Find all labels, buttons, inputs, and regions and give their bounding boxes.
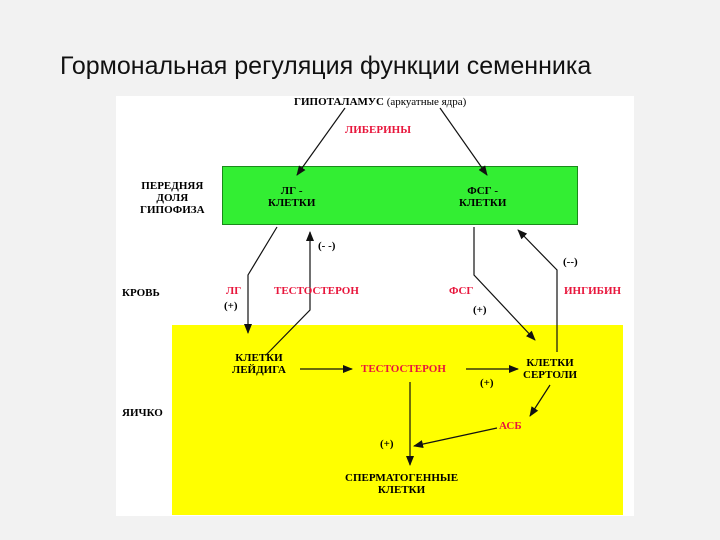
- lh-cells-label: ЛГ - КЛЕТКИ: [268, 185, 316, 209]
- pituitary-cells-box: [222, 166, 578, 225]
- hypothalamus-note: (аркуатные ядра): [386, 96, 467, 108]
- arrow-inhibin-to-fsh-cells: [517, 229, 558, 352]
- spermatogenic-cells-label: СПЕРМАТОГЕННЫЕ КЛЕТКИ: [345, 472, 459, 496]
- leydig-cells-label: КЛЕТКИ ЛЕЙДИГА: [232, 352, 286, 376]
- arrow-liberins-to-lh-cells: [296, 107, 346, 176]
- fsh-cells-label: ФСГ - КЛЕТКИ: [459, 185, 507, 209]
- testosterone-testis-label: ТЕСТОСТЕРОН: [361, 363, 446, 375]
- hypothalamus-text: ГИПОТАЛАМУС: [294, 96, 384, 108]
- abp-label: АСБ: [499, 420, 522, 432]
- arrow-fsh-to-sertoli: [473, 227, 536, 341]
- slide-title: Гормональная регуляция функции семенника: [60, 52, 592, 80]
- liberins-label: ЛИБЕРИНЫ: [345, 124, 411, 136]
- blood-label: КРОВЬ: [122, 287, 160, 299]
- sertoli-cells-label: КЛЕТКИ СЕРТОЛИ: [523, 357, 578, 381]
- arrow-abp-to-spermatogenic: [413, 427, 498, 449]
- inhibin-label: ИНГИБИН: [564, 285, 622, 297]
- pituitary-label: ПЕРЕДНЯЯ ДОЛЯ ГИПОФИЗА: [140, 180, 205, 216]
- lh-label: ЛГ: [226, 285, 242, 297]
- testosterone-blood-label: ТЕСТОСТЕРОН: [274, 285, 359, 297]
- hypothalamus-label: ГИПОТАЛАМУС (аркуатные ядра): [294, 96, 466, 108]
- testis-box: [172, 325, 623, 515]
- fsh-plus-sign: (+): [473, 304, 487, 316]
- arrow-liberins-to-fsh-cells: [439, 107, 488, 176]
- arrow-lh-to-leydig: [244, 226, 278, 334]
- testosterone-sertoli-plus-sign: (+): [480, 377, 494, 389]
- inhibin-feedback-sign: (--): [563, 256, 578, 268]
- testis-label: ЯИЧКО: [122, 407, 163, 419]
- arrow-testosterone-to-lh-cells: [265, 231, 314, 356]
- testosterone-feedback-sign: (- -): [318, 240, 336, 252]
- fsh-label: ФСГ: [449, 285, 474, 297]
- spermatogenesis-plus-sign: (+): [380, 438, 394, 450]
- lh-plus-sign: (+): [224, 300, 238, 312]
- arrow-sertoli-to-abp: [529, 384, 551, 417]
